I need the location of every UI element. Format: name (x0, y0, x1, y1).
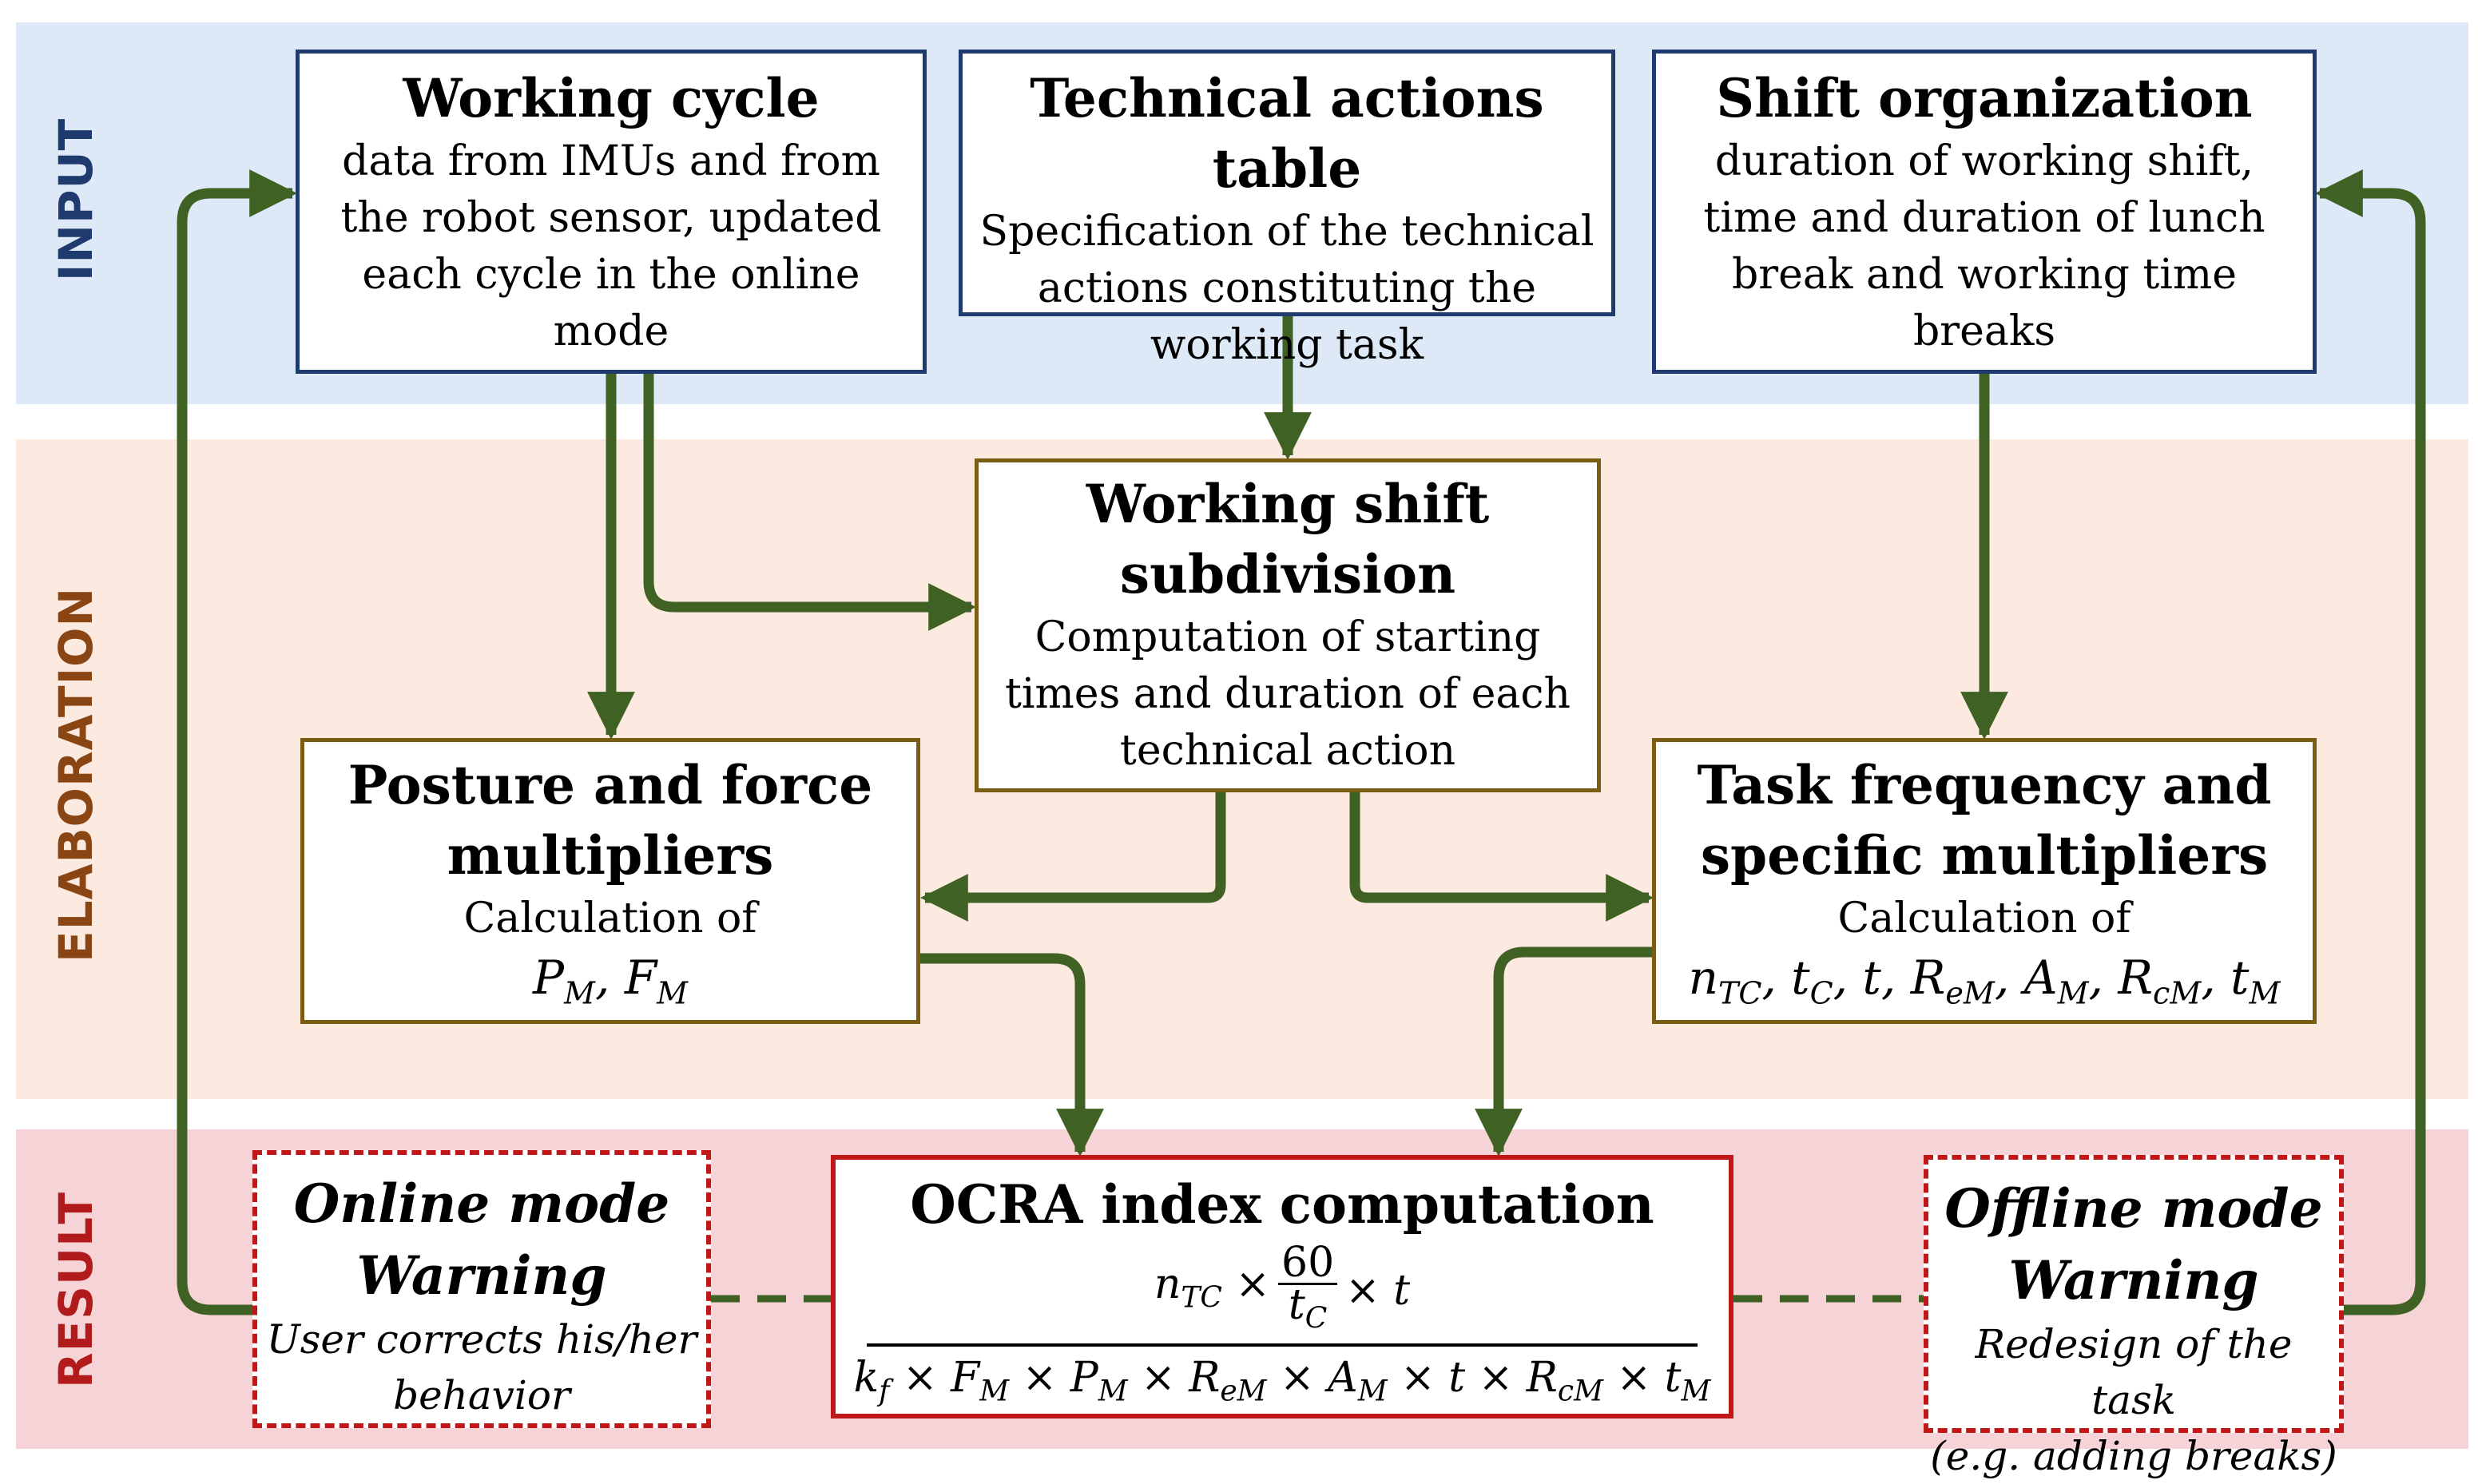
ocra-index-title: OCRA index computation (910, 1173, 1654, 1236)
working-cycle-line: each cycle in the online (362, 251, 860, 299)
shift-organization-box: Shift organization duration of working s… (1652, 50, 2317, 374)
posture-force-box: Posture and force multipliers Calculatio… (300, 738, 920, 1024)
working-cycle-line: data from IMUs and from (342, 137, 880, 185)
arrow-frequency-to-ocra (1475, 946, 1652, 1157)
arrow-subdivision-to-frequency (1349, 792, 1654, 922)
technical-actions-line: Specification of the technical (979, 208, 1594, 256)
shift-organization-line: breaks (1912, 308, 2056, 355)
shift-organization-line: break and working time (1732, 251, 2237, 299)
posture-force-variables: PM, FM (533, 950, 688, 1011)
technical-actions-line: actions constituting the (1037, 264, 1537, 312)
arrow-cycle-to-subdivision (643, 374, 976, 631)
online-warning-line: behavior (393, 1372, 570, 1419)
technical-actions-box: Technical actions table Specification of… (959, 50, 1615, 369)
online-warning-title: Warning (356, 1244, 607, 1307)
shift-subdivision-line: technical action (1119, 727, 1456, 775)
ocra-sixty: 60 (1277, 1242, 1338, 1285)
offline-warning-line: Redesign of the task (1975, 1321, 2293, 1423)
working-cycle-line: the robot sensor, updated (340, 194, 882, 242)
ocra-fraction-bar (866, 1343, 1698, 1347)
technical-actions-title: Technical actions table (1030, 67, 1544, 200)
offline-warning-box: Offline mode Warning Redesign of the tas… (1924, 1155, 2344, 1479)
arrow-posture-to-ocra (920, 953, 1104, 1157)
shift-subdivision-box: Working shift subdivision Computation of… (975, 458, 1601, 792)
posture-force-title: multipliers (447, 824, 774, 887)
shift-subdivision-title: Working shift (1086, 473, 1490, 535)
working-cycle-title: Working cycle (403, 67, 820, 129)
shift-organization-line: time and duration of lunch (1703, 194, 2266, 242)
posture-force-title: Posture and force (347, 754, 873, 816)
task-frequency-title: Task frequency and (1697, 754, 2272, 816)
shift-subdivision-title: subdivision (1119, 543, 1456, 605)
shift-organization-title: Shift organization (1716, 67, 2253, 129)
shift-subdivision-line: times and duration of each (1004, 670, 1571, 718)
offline-warning-line: (e.g. adding breaks) (1930, 1433, 2337, 1479)
shift-organization-line: duration of working shift, (1714, 137, 2254, 185)
online-warning-title: Online mode (293, 1173, 670, 1235)
task-frequency-variables: nTC, tC, t, ReM, AM, RcM, tM (1688, 950, 2281, 1011)
arrow-offline-to-shift (2315, 169, 2426, 1315)
arrow-subdivision-to-posture (920, 792, 1226, 922)
arrow-online-to-cycle (177, 169, 297, 1315)
online-warning-box: Online mode Warning User corrects his/he… (252, 1150, 711, 1428)
technical-actions-line: working task (1150, 321, 1424, 369)
offline-warning-title: Offline mode (1944, 1177, 2323, 1240)
offline-warning-title: Warning (2008, 1249, 2259, 1311)
working-cycle-box: Working cycle data from IMUs and from th… (296, 50, 927, 374)
online-warning-line: User corrects his/her (266, 1316, 697, 1363)
ocra-formula-denominator: kf × FM × PM × ReM × AM × t × RcM × tM (853, 1354, 1711, 1408)
shift-subdivision-line: Computation of starting (1034, 613, 1541, 661)
working-cycle-line: mode (553, 308, 669, 355)
posture-force-line: Calculation of (463, 895, 757, 942)
task-frequency-box: Task frequency and specific multipliers … (1652, 738, 2317, 1024)
task-frequency-line: Calculation of (1837, 895, 2131, 942)
task-frequency-title: specific multipliers (1700, 824, 2269, 887)
